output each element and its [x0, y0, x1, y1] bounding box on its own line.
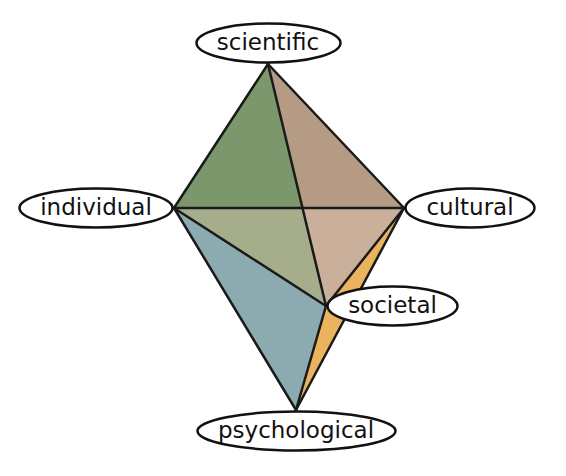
- octahedron-edge: [174, 208, 326, 306]
- label-text: scientific: [217, 29, 319, 57]
- octahedron-edge: [174, 208, 296, 410]
- label-text: societal: [348, 292, 437, 320]
- label-ellipse: societal: [326, 285, 459, 327]
- label-ellipse: psychological: [196, 410, 397, 452]
- label-ellipse: scientific: [195, 22, 342, 64]
- octahedron-edge: [174, 64, 268, 208]
- octahedron-edge: [174, 207, 404, 210]
- label-text: cultural: [426, 194, 513, 222]
- label-ellipse: cultural: [404, 187, 536, 229]
- label-ellipse: individual: [18, 187, 174, 229]
- octahedron-edge: [296, 306, 326, 410]
- octahedron-edge: [268, 64, 326, 306]
- label-text: psychological: [218, 417, 374, 445]
- label-text: individual: [40, 194, 152, 222]
- octahedron-edge: [268, 64, 404, 208]
